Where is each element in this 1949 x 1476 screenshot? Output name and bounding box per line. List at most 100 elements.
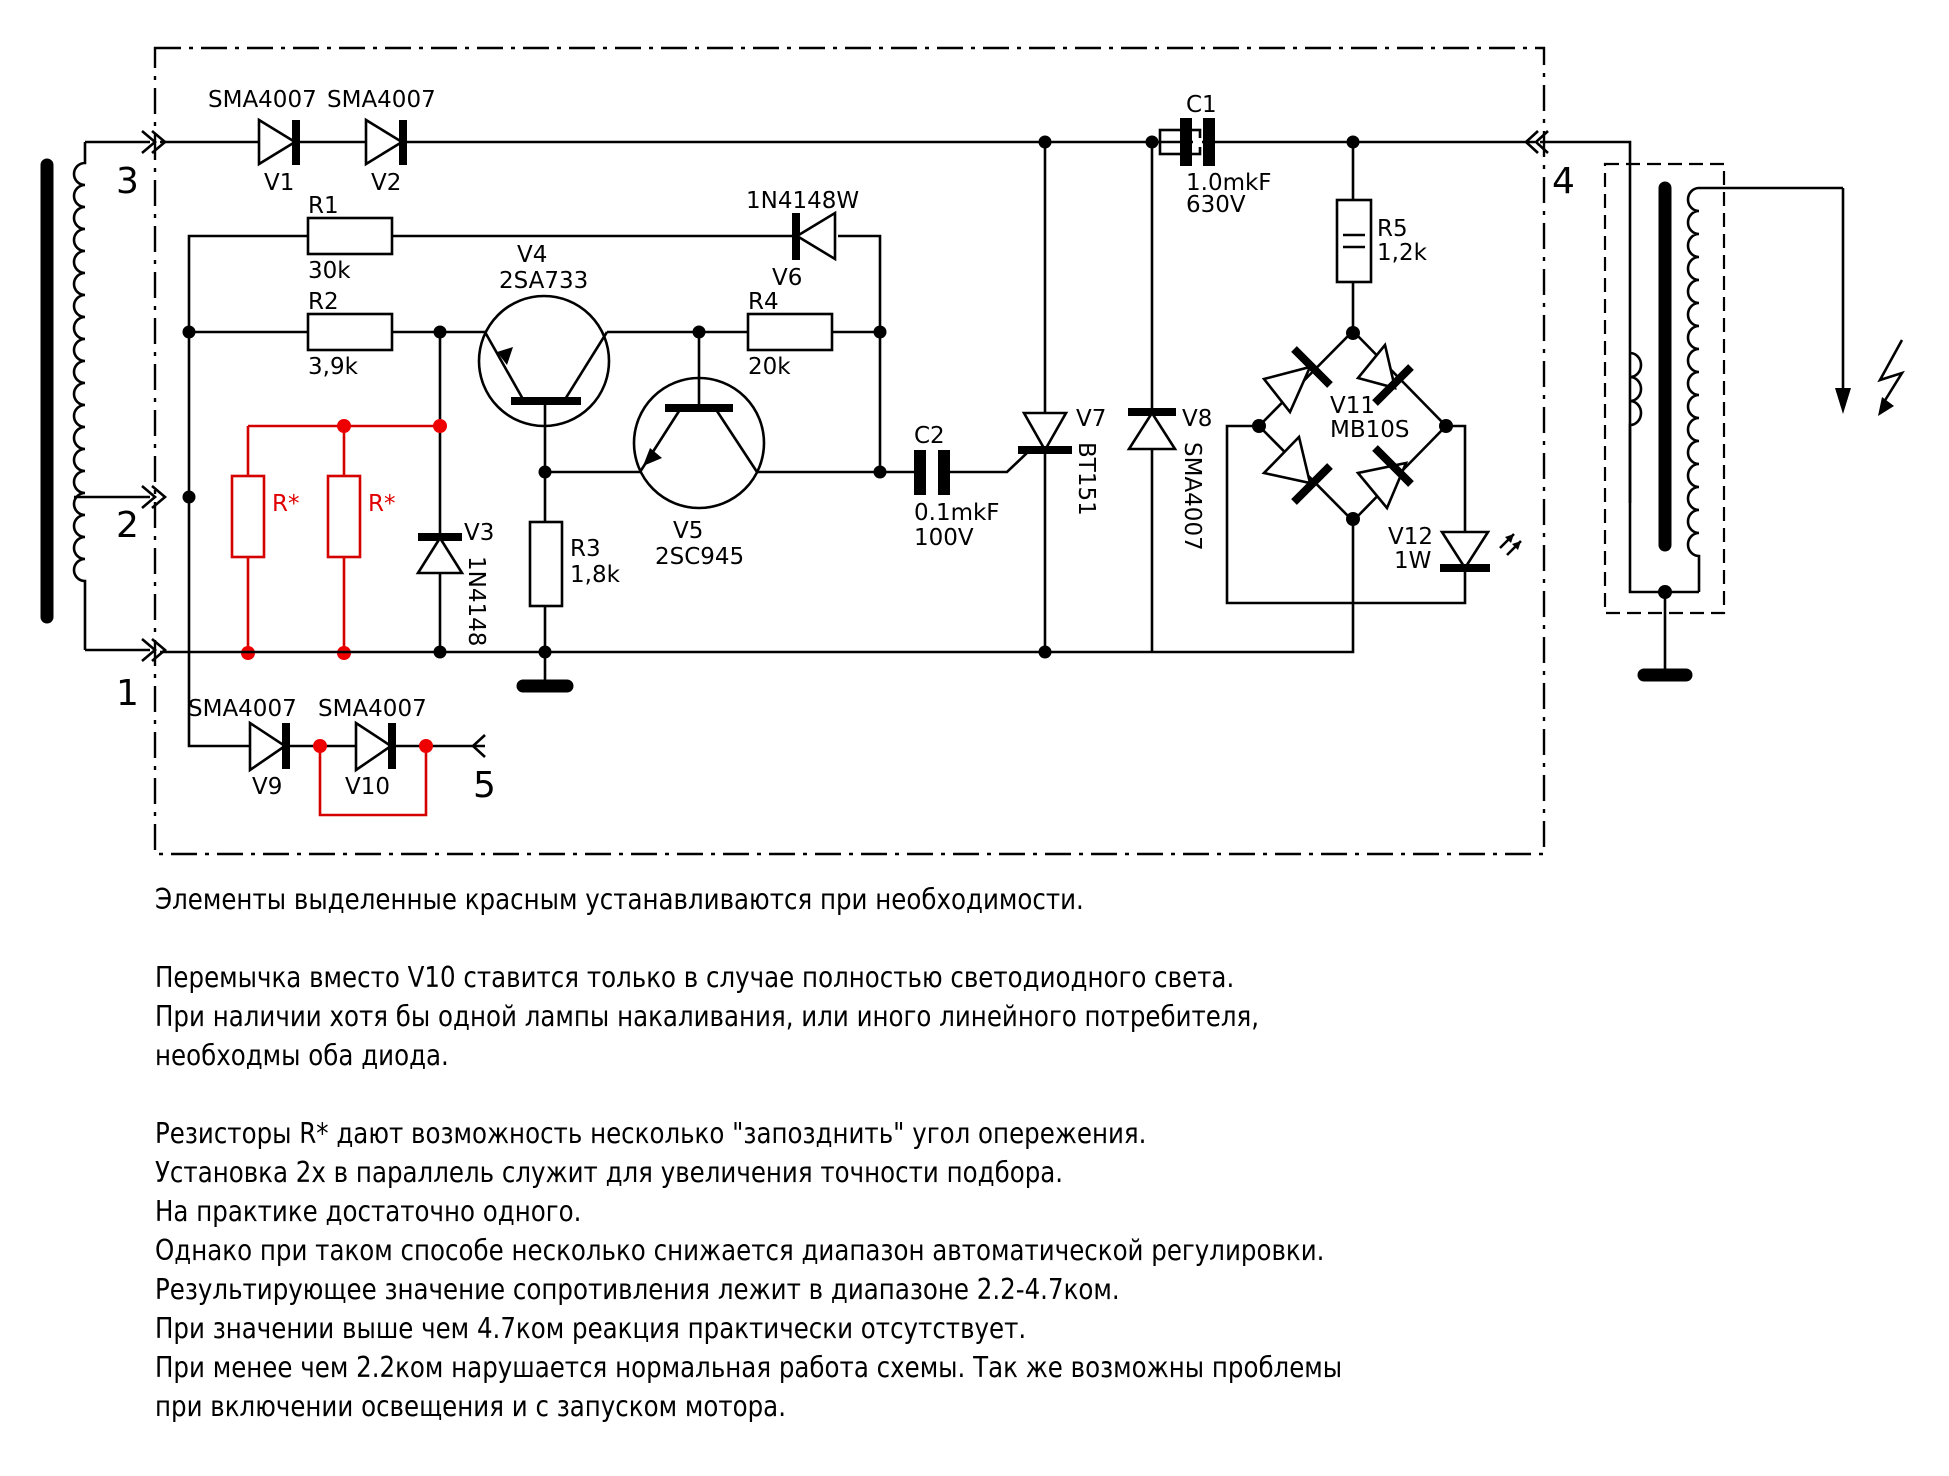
v2-value: SMA4007: [327, 87, 436, 113]
note-line: На практике достаточно одного.: [155, 1195, 582, 1228]
r3-ref: R3: [570, 536, 601, 562]
ignition-coil: [1603, 162, 1843, 682]
diode-v10: SMA4007 V10: [318, 696, 427, 800]
v12-ref: V12: [1388, 524, 1433, 550]
junction: [433, 645, 447, 659]
note-line: При значении выше чем 4.7ком реакция пра…: [155, 1312, 1027, 1345]
v1-ref: V1: [264, 170, 294, 196]
connector-4: 4: [1524, 130, 1575, 202]
v8-ref: V8: [1182, 406, 1212, 432]
v3-ref: V3: [464, 520, 494, 546]
optional-jumper-v10: [313, 739, 433, 817]
c2-value: 0.1mkF: [914, 500, 1000, 526]
diode-v6: 1N4148W V6: [746, 188, 859, 291]
optional-resistors: R* R*: [230, 419, 447, 660]
v1-value: SMA4007: [208, 87, 317, 113]
note-line: Однако при таком способе несколько снижа…: [155, 1234, 1325, 1267]
thyristor-v7: V7 BT151: [1018, 135, 1106, 652]
bridge-rectifier-v11: V11 MB10S: [1252, 326, 1453, 526]
resistor-r1: R1 30k: [306, 193, 394, 284]
v11-ref: V11: [1330, 393, 1375, 419]
connector-2: 2: [116, 485, 168, 546]
v5-ref: V5: [673, 518, 703, 544]
junction: [538, 645, 552, 659]
r1-ref: R1: [308, 193, 339, 219]
v3-value: 1N4148: [463, 556, 489, 646]
v7-value: BT151: [1073, 442, 1099, 516]
connector-1: 1: [116, 638, 168, 714]
left-transformer: [40, 140, 150, 652]
v10-ref: V10: [345, 774, 390, 800]
c1-value: 1.0mkF: [1186, 170, 1272, 196]
note-line: При менее чем 2.2ком нарушается нормальн…: [155, 1351, 1343, 1384]
c1-voltage: 630V: [1186, 192, 1246, 218]
c2-ref: C2: [914, 423, 945, 449]
resistor-r4: R4 20k: [746, 289, 834, 380]
r5-value: 1,2k: [1377, 240, 1428, 266]
diode-v2: SMA4007 V2: [327, 87, 436, 196]
resistor-rstar-2: [326, 474, 362, 559]
v9-value: SMA4007: [188, 696, 297, 722]
note-line: Установка 2х в параллель служит для увел…: [155, 1156, 1064, 1189]
module-boundary: [153, 46, 1546, 856]
diode-v1: SMA4007 V1: [208, 87, 317, 196]
resistor-rstar-1: [230, 474, 266, 559]
junction: [538, 465, 552, 479]
junction: [873, 465, 887, 479]
bridge-diode: [1355, 445, 1414, 511]
bridge-diode: [1261, 434, 1333, 505]
note-line: Перемычка вместо V10 ставится только в с…: [155, 961, 1235, 994]
spark-output: [1835, 188, 1905, 416]
c2-voltage: 100V: [914, 525, 974, 551]
diode-v3: V3 1N4148: [415, 520, 494, 646]
v12-value: 1W: [1394, 548, 1431, 574]
coil-secondary: [1686, 186, 1843, 592]
resistor-r5: R5 1,2k: [1335, 135, 1428, 331]
rstar1-label: R*: [272, 491, 299, 517]
v2-ref: V2: [371, 170, 401, 196]
diode-v8: V8 SMA4007: [1126, 135, 1212, 652]
r2-ref: R2: [308, 289, 339, 315]
v5-value: 2SC945: [655, 544, 744, 570]
note-line: При наличии хотя бы одной лампы накалива…: [155, 1000, 1260, 1033]
r4-ref: R4: [748, 289, 779, 315]
capacitor-c2: C2 0.1mkF 100V: [914, 423, 1031, 551]
note-line: Элементы выделенные красным устанавливаю…: [155, 883, 1084, 916]
v4-ref: V4: [517, 242, 547, 268]
connector-5-label: 5: [473, 765, 496, 806]
bridge-diode: [1355, 342, 1414, 406]
coil-primary: [1628, 351, 1699, 594]
notes-text: Элементы выделенные красным устанавливаю…: [155, 880, 1617, 1426]
v9-ref: V9: [252, 774, 282, 800]
led-v12: V12 1W: [1388, 524, 1522, 574]
c1-ref: C1: [1186, 92, 1217, 118]
connector-3: 3: [116, 130, 168, 202]
transformer-winding: [72, 142, 87, 650]
r3-value: 1,8k: [570, 562, 621, 588]
junction: [182, 325, 196, 339]
note-line: необходмы оба диода.: [155, 1039, 449, 1072]
v7-ref: V7: [1076, 406, 1106, 432]
connector-3-label: 3: [116, 161, 139, 202]
v8-value: SMA4007: [1179, 442, 1205, 551]
bridge-diode: [1261, 346, 1333, 415]
transistor-v4: V4 2SA733: [477, 242, 611, 522]
capacitor-c1: C1 1.0mkF 630V: [1158, 92, 1272, 218]
resistor-r3: R3 1,8k: [516, 520, 621, 693]
connector-5: 5: [471, 734, 496, 806]
v6-value: 1N4148W: [746, 188, 859, 214]
diode-v9: SMA4007 V9: [188, 696, 297, 800]
connector-1-label: 1: [116, 673, 139, 714]
v6-ref: V6: [772, 265, 802, 291]
v10-value: SMA4007: [318, 696, 427, 722]
r1-value: 30k: [308, 258, 351, 284]
note-line: Результирующее значение сопротивления ле…: [155, 1273, 1120, 1306]
transistor-v5: V5 2SC945: [632, 332, 766, 570]
v11-value: MB10S: [1330, 417, 1410, 443]
note-line: Резисторы R* дают возможность несколько …: [155, 1117, 1147, 1150]
r4-value: 20k: [748, 354, 791, 380]
r5-ref: R5: [1377, 216, 1408, 242]
resistor-r2: R2 3,9k: [306, 289, 394, 380]
r2-value: 3,9k: [308, 354, 359, 380]
